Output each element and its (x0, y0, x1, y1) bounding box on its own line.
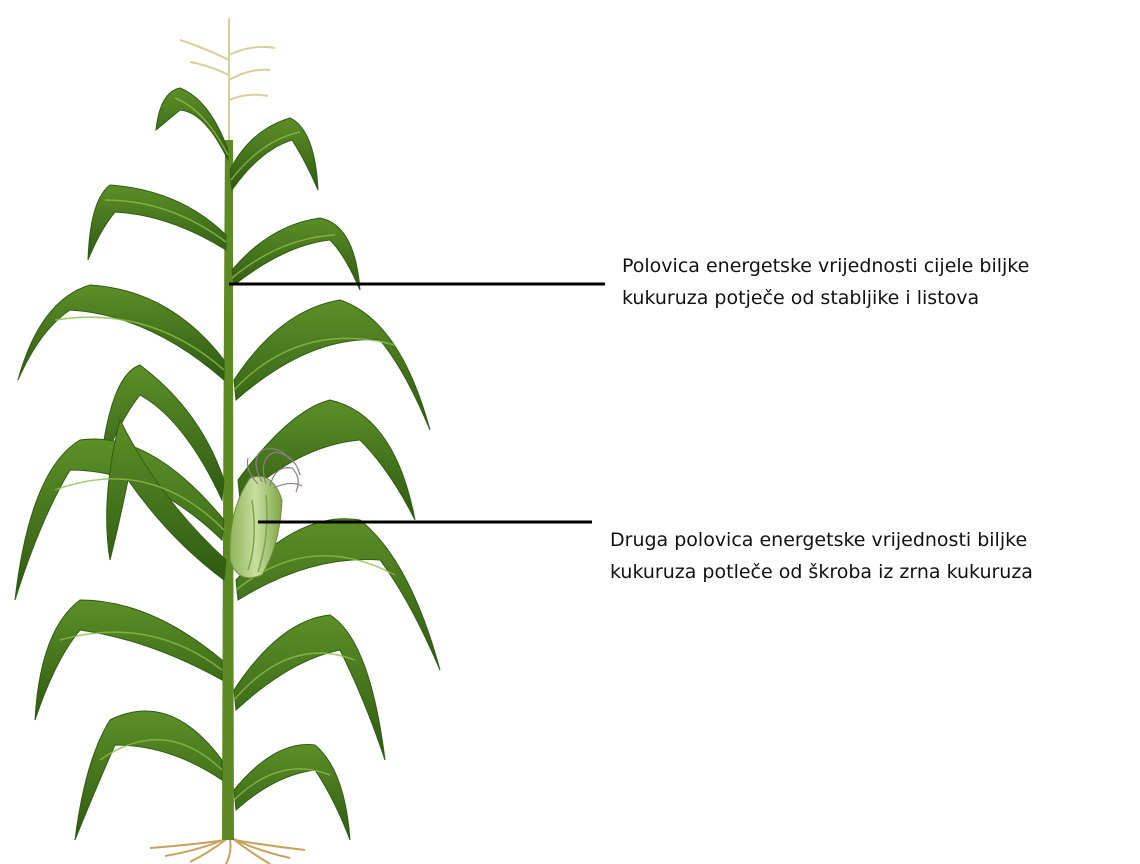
callout-grain-starch-line2: kukuruza potleče od škroba iz zrna kukur… (610, 556, 1033, 588)
callout-grain-starch: Druga polovica energetske vrijednosti bi… (610, 524, 1033, 588)
roots (150, 838, 305, 864)
leaf (35, 600, 222, 720)
leaf (156, 88, 228, 160)
callout-stalk-leaves-line1: Polovica energetske vrijednosti cijele b… (622, 250, 1029, 282)
leaf (18, 285, 224, 380)
callout-stalk-leaves: Polovica energetske vrijednosti cijele b… (622, 250, 1029, 314)
callout-grain-starch-line1: Druga polovica energetske vrijednosti bi… (610, 524, 1033, 556)
leaf (232, 218, 360, 290)
callout-stalk-leaves-line2: kukuruza potječe od stabljike i listova (622, 282, 1029, 314)
leaf (234, 745, 350, 840)
leaf (75, 711, 222, 840)
tassel (180, 18, 275, 140)
leaf (230, 118, 318, 190)
leaf (234, 615, 385, 760)
leaf (88, 185, 226, 260)
corn-plant-illustration (15, 18, 440, 864)
